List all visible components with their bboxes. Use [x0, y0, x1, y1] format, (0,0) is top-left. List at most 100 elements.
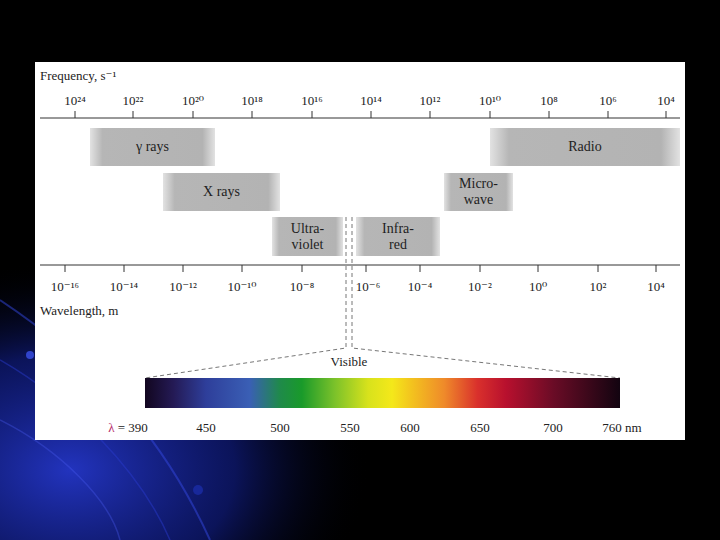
- wavelength-tick-label-holder: 10⁻⁶: [356, 277, 380, 295]
- wavelength-tick-label-holder: 10²: [590, 277, 607, 295]
- region-label-holder: Visible: [328, 352, 371, 370]
- wavelength-tick-label-holder: 10⁰: [529, 277, 547, 295]
- spectrum-band: Radio: [490, 128, 680, 166]
- spectrum-band: Ultra- violet: [272, 217, 343, 256]
- wavelength-tick-label: 10⁻²: [468, 279, 492, 294]
- tick: [75, 111, 76, 118]
- wavelength-ticks: [65, 265, 656, 272]
- frequency-tick-label-holder: 10²⁴: [64, 91, 85, 109]
- white-panel: [35, 62, 685, 440]
- tick: [480, 265, 481, 272]
- frequency-tick-label: 10¹⁸: [241, 93, 262, 108]
- zoom-line: [352, 217, 620, 378]
- band-label: Radio: [568, 139, 601, 155]
- tick: [420, 265, 421, 272]
- visible-zoom-lines: [145, 217, 620, 378]
- tick: [302, 265, 303, 272]
- frequency-tick-label: 10¹⁰: [479, 93, 501, 108]
- frequency-tick-label: 10²⁴: [64, 93, 85, 108]
- tick: [242, 265, 243, 272]
- wavelength-nm-label-holder: 450: [196, 418, 216, 436]
- wavelength-nm-label-holder: 700: [543, 418, 563, 436]
- tick: [598, 265, 599, 272]
- wavelength-tick-label: 10⁻¹⁴: [110, 279, 138, 294]
- wavelength-tick-label-holder: 10⁻¹⁴: [110, 277, 138, 295]
- tick: [252, 111, 253, 118]
- frequency-tick-label: 10⁸: [540, 93, 558, 108]
- wavelength-tick-label: 10²: [590, 279, 607, 294]
- wavelength-nm-label: 600: [400, 420, 420, 435]
- frequency-tick-label-holder: 10¹⁰: [479, 91, 501, 109]
- axis-title: Frequency, s⁻¹: [40, 68, 116, 83]
- wavelength-nm-label: 650: [470, 420, 490, 435]
- frequency-tick-label-holder: 10²⁰: [182, 91, 204, 109]
- axis-title-holder: Frequency, s⁻¹: [40, 66, 116, 84]
- tick: [371, 111, 372, 118]
- tick: [549, 111, 550, 118]
- frequency-tick-label-holder: 10¹⁶: [301, 91, 322, 109]
- tick: [366, 265, 367, 272]
- visible-spectrum-bar: [145, 378, 620, 408]
- tick: [312, 111, 313, 118]
- axis-title: Wavelength, m: [40, 303, 118, 318]
- frequency-tick-label-holder: 10¹²: [420, 91, 441, 109]
- frequency-tick-label: 10²⁰: [182, 93, 204, 108]
- wavelength-nm-label: 550: [340, 420, 360, 435]
- wavelength-tick-label: 10⁻¹⁰: [228, 279, 257, 294]
- wavelength-nm-label: 450: [196, 420, 216, 435]
- wavelength-nm-label-holder: 600: [400, 418, 420, 436]
- tick: [133, 111, 134, 118]
- axis-title-holder: Wavelength, m: [40, 301, 118, 319]
- frequency-tick-label-holder: 10¹⁴: [360, 91, 381, 109]
- frequency-tick-label: 10¹⁶: [301, 93, 322, 108]
- band-label: X rays: [203, 184, 240, 200]
- wavelength-nm-label: 760 nm: [602, 420, 641, 435]
- wavelength-nm-label-holder: 760 nm: [602, 418, 641, 436]
- wavelength-tick-label: 10⁻⁴: [408, 279, 432, 294]
- tick: [430, 111, 431, 118]
- band-label: γ rays: [136, 139, 169, 155]
- wavelength-nm-label-holder: 500: [270, 418, 290, 436]
- tick: [538, 265, 539, 272]
- wavelength-tick-label-holder: 10⁻¹⁶: [51, 277, 79, 295]
- frequency-ticks: [75, 111, 666, 118]
- swirl-dot: [26, 351, 34, 359]
- tick: [490, 111, 491, 118]
- band-label: Ultra- violet: [284, 221, 332, 253]
- wavelength-tick-label-holder: 10⁻²: [468, 277, 492, 295]
- wavelength-tick-label-holder: 10⁻⁴: [408, 277, 432, 295]
- tick: [193, 111, 194, 118]
- tick: [124, 265, 125, 272]
- frequency-axis: [40, 118, 680, 119]
- tick: [183, 265, 184, 272]
- wavelength-nm-label-holder: λ = 390: [108, 418, 148, 436]
- frequency-tick-label: 10¹⁴: [360, 93, 381, 108]
- wavelength-tick-label-holder: 10⁻¹²: [169, 277, 197, 295]
- wavelength-tick-label: 10⁻¹⁶: [51, 279, 79, 294]
- wavelength-tick-label: 10⁻¹²: [169, 279, 197, 294]
- wavelength-nm-label: 500: [270, 420, 290, 435]
- frequency-tick-label-holder: 10⁸: [540, 91, 558, 109]
- wavelength-tick-label-holder: 10⁴: [647, 277, 665, 295]
- tick: [65, 265, 66, 272]
- tick: [656, 265, 657, 272]
- wavelength-tick-label: 10⁻⁸: [290, 279, 314, 294]
- frequency-tick-label: 10⁶: [599, 93, 617, 108]
- frequency-tick-label: 10²²: [123, 93, 144, 108]
- wavelength-tick-label-holder: 10⁻¹⁰: [228, 277, 257, 295]
- wavelength-nm-label: λ = 390: [108, 420, 148, 435]
- wavelength-tick-label: 10⁻⁶: [356, 279, 380, 294]
- swirl-dot: [193, 485, 203, 495]
- frequency-tick-label: 10⁴: [657, 93, 675, 108]
- wavelength-nm-label-holder: 550: [340, 418, 360, 436]
- tick: [608, 111, 609, 118]
- band-label: Infra- red: [374, 221, 422, 253]
- frequency-tick-label-holder: 10⁶: [599, 91, 617, 109]
- band-label: Micro- wave: [455, 176, 503, 208]
- spectrum-band: γ rays: [90, 128, 215, 166]
- frequency-tick-label: 10¹²: [420, 93, 441, 108]
- spectrum-band: X rays: [163, 173, 280, 211]
- wavelength-nm-label-holder: 650: [470, 418, 490, 436]
- tick: [666, 111, 667, 118]
- spectrum-band: Infra- red: [356, 217, 440, 256]
